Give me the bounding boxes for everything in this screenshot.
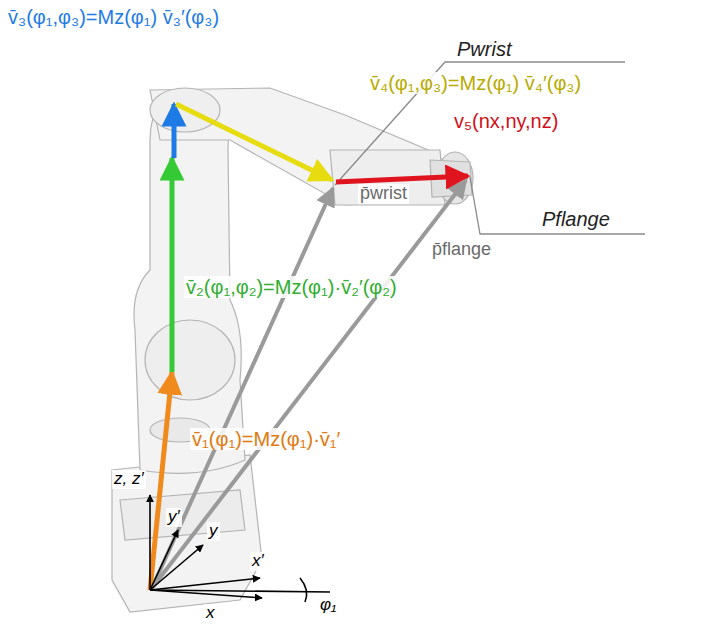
axis-label: x′ xyxy=(250,552,266,571)
vector-formula: v̄₂(φ₁,φ₂)=Mz(φ₁)·v̄₂′(φ₂) xyxy=(184,276,399,298)
point-label: Pflange xyxy=(540,208,612,230)
axis-label: z, z′ xyxy=(112,470,146,489)
vector-formula: v̄₃(φ₁,φ₃)=Mz(φ₁) v̄₃′(φ₃) xyxy=(6,6,221,28)
point-label: Pwrist xyxy=(455,38,513,60)
angle-label: φ₁ xyxy=(318,596,338,615)
vector-label: p̄wrist xyxy=(358,184,409,204)
axis-label: y xyxy=(207,522,220,541)
vector-formula: v̄₁(φ₁)=Mz(φ₁)·v̄₁′ xyxy=(190,428,342,450)
vector-formula: v̄₄(φ₁,φ₃)=Mz(φ₁) v̄₄′(φ₃) xyxy=(368,72,583,94)
vector-label: p̄flange xyxy=(430,240,493,260)
axis-label: y′ xyxy=(166,508,182,527)
axis-label: x xyxy=(204,604,217,623)
vector-formula: v₅(nx,ny,nz) xyxy=(452,110,560,132)
